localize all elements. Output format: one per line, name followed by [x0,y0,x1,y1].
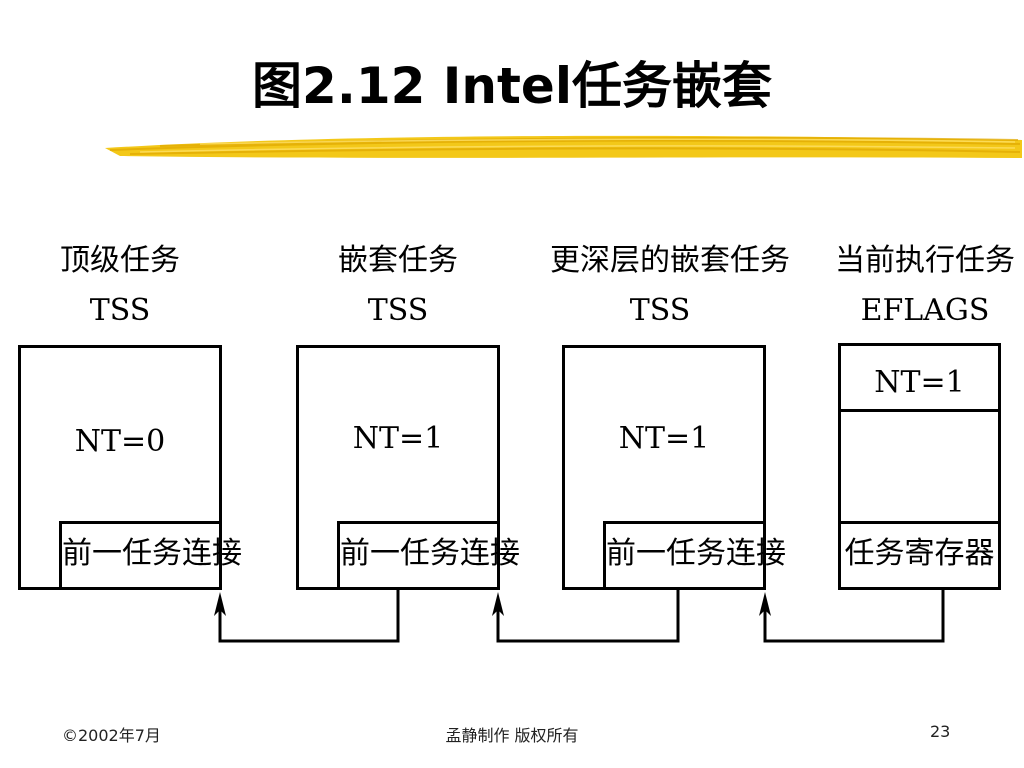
link-arrow-nested-to-top [218,590,400,643]
previous-task-link-field: 前一任务连接 [337,521,520,590]
nt-flag-value: NT=1 [352,421,444,456]
column-heading-current-task: 当前执行任务 [835,243,1015,278]
column-heading-top-level: 顶级任务 [60,243,180,278]
arrowhead-icon [759,592,771,616]
eflags-row-divider [841,409,998,412]
page-number: 23 [930,722,951,741]
link-arrow-deeper-to-nested [496,590,680,643]
task-register-field: 任务寄存器 [838,521,1001,590]
column-subheading-tss: TSS [89,293,151,328]
column-subheading-tss: TSS [629,293,691,328]
previous-task-link-field: 前一任务连接 [59,521,242,590]
column-heading-deeper-nested: 更深层的嵌套任务 [550,243,790,278]
footer-date: ©2002年7月 [62,726,161,745]
column-heading-nested: 嵌套任务 [338,243,458,278]
link-arrow-register-to-deeper [763,590,945,643]
arrowhead-icon [214,592,226,616]
column-subheading-eflags: EFLAGS [860,293,990,328]
slide-title: 图2.12 Intel任务嵌套 [252,57,772,115]
nt-flag-value: NT=1 [618,421,710,456]
arrowhead-icon [492,592,504,616]
column-subheading-tss: TSS [367,293,429,328]
footer-author: 孟静制作 版权所有 [445,726,579,745]
nt-flag-value: NT=0 [74,424,166,459]
nt-flag-value: NT=1 [874,365,965,400]
previous-task-link-field: 前一任务连接 [603,521,786,590]
